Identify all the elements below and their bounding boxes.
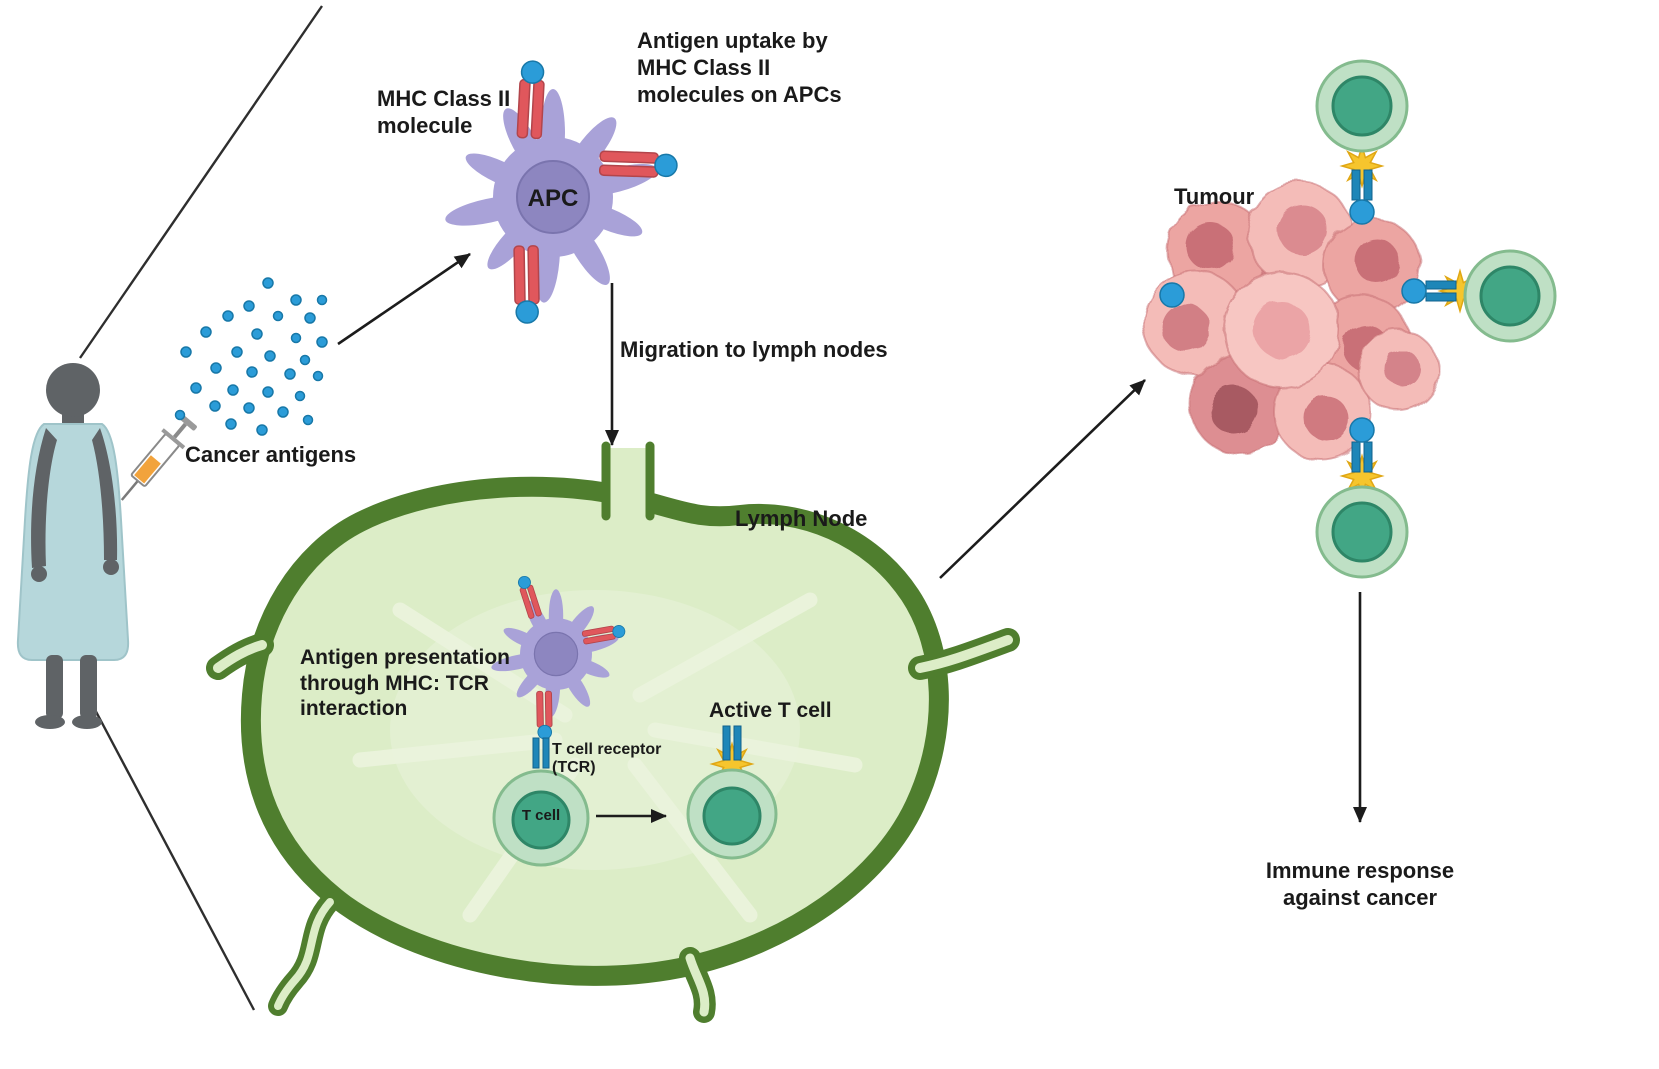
patient-arm-left xyxy=(31,428,57,568)
lymph-to-tumour-arrow xyxy=(939,379,1146,579)
lymph-vessel-bottom-left xyxy=(268,892,340,1016)
lymph-vessel-right xyxy=(908,628,1020,680)
active-t-cell xyxy=(686,725,778,860)
attacking-t-cell-top xyxy=(1315,59,1409,153)
antigen-presentation-label: Antigen presentation through MHC: TCR in… xyxy=(300,646,511,721)
immune-response-label: Immune response against cancer xyxy=(1265,858,1455,910)
mhc-molecule-top xyxy=(516,59,546,140)
tcr-receptor xyxy=(532,737,550,769)
tumour-label: Tumour xyxy=(1174,184,1255,209)
frame-line-top xyxy=(79,5,323,359)
patient-arm-right xyxy=(92,428,118,560)
t-cell-label: T cell xyxy=(521,807,561,824)
migration-label: Migration to lymph nodes xyxy=(620,337,888,362)
antigen-uptake-arrow xyxy=(337,252,471,346)
active-t-cell-label: Active T cell xyxy=(709,699,832,722)
tumour-cluster xyxy=(1143,181,1439,461)
lymph-vessel-top xyxy=(601,441,655,521)
t-cell xyxy=(492,769,590,867)
cancer-antigens-label: Cancer antigens xyxy=(185,442,357,467)
frame-line-bottom xyxy=(90,703,256,1011)
lymph-node xyxy=(206,441,1020,1023)
lymph-vessel-bottom xyxy=(679,947,716,1023)
mhc-molecule-bottom xyxy=(513,245,541,324)
attacking-t-cell-right xyxy=(1463,249,1557,343)
mhc-class2-label: MHC Class II molecule xyxy=(377,86,511,138)
antigen-uptake-label: Antigen uptake by MHC Class II molecules… xyxy=(637,28,842,107)
attacking-t-cell-bottom xyxy=(1315,485,1409,579)
lymph-node-label: Lymph Node xyxy=(735,506,868,531)
tumour-antigen-dot xyxy=(1159,282,1185,308)
patient-figure xyxy=(16,363,130,729)
syringe-icon xyxy=(120,413,197,501)
apc-label: APC xyxy=(527,185,579,212)
lymph-vessel-left xyxy=(206,633,274,680)
cancer-antigen-dots xyxy=(174,277,328,436)
tcr-label: T cell receptor (TCR) xyxy=(552,741,662,777)
